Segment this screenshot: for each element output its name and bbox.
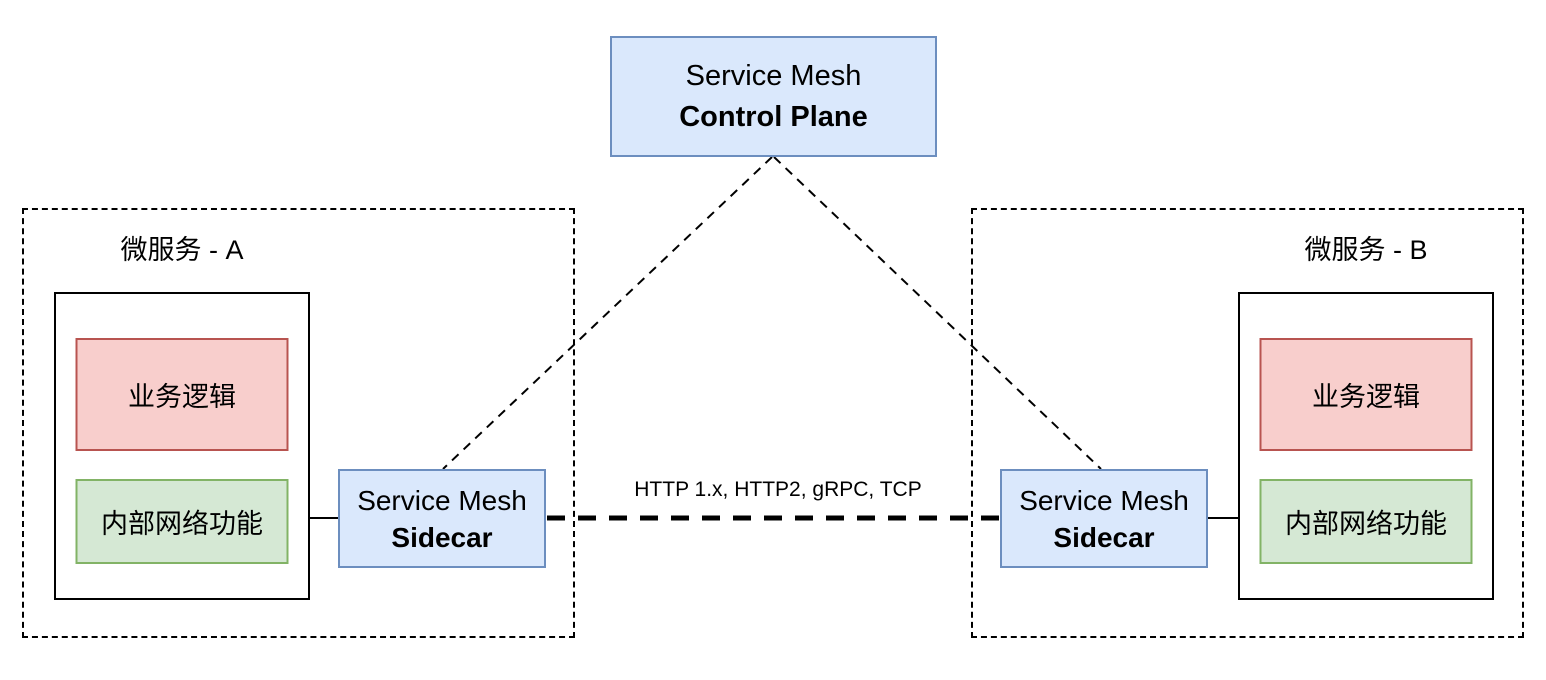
control-plane-link-a — [442, 156, 773, 470]
sidecar-box-b: Service Mesh Sidecar — [1000, 469, 1208, 568]
control-plane-role: Control Plane — [679, 100, 868, 133]
microservice-a-title: 微服务 - A — [120, 235, 244, 265]
microservice-b-container: 微服务 - B 业务逻辑 内部网络功能 — [971, 208, 1524, 638]
microservice-a-container: 微服务 - A 业务逻辑 内部网络功能 — [22, 208, 575, 638]
sidecar-b-name: Service Mesh — [1019, 484, 1189, 516]
business-logic-box-a: 业务逻辑 — [75, 338, 289, 451]
microservice-b-app-box: 业务逻辑 内部网络功能 — [1238, 292, 1494, 600]
network-functions-box-a: 内部网络功能 — [75, 479, 289, 564]
sidecar-a-name: Service Mesh — [357, 484, 527, 516]
business-logic-box-b: 业务逻辑 — [1259, 338, 1473, 451]
control-plane-link-b — [773, 156, 1102, 470]
mesh-protocols-label: HTTP 1.x, HTTP2, gRPC, TCP — [634, 478, 922, 501]
sidecar-box-a: Service Mesh Sidecar — [338, 469, 546, 568]
microservice-a-app-box: 业务逻辑 内部网络功能 — [54, 292, 310, 600]
network-functions-box-b: 内部网络功能 — [1259, 479, 1473, 564]
microservice-b-title: 微服务 - B — [1304, 235, 1428, 265]
sidecar-b-role: Sidecar — [1053, 521, 1155, 553]
sidecar-a-role: Sidecar — [391, 521, 493, 553]
control-plane-name: Service Mesh — [685, 59, 862, 92]
control-plane-box: Service Mesh Control Plane — [610, 36, 937, 157]
